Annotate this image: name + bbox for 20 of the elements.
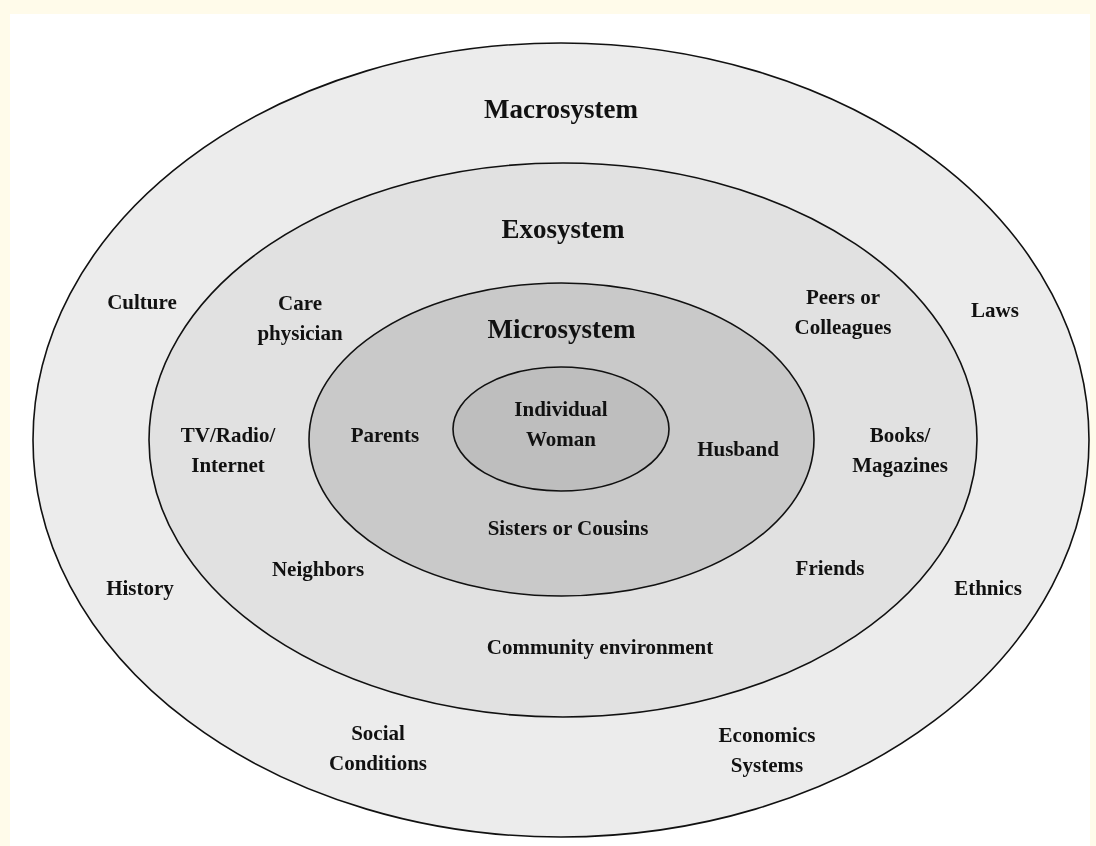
factor-label: Sisters or Cousins	[486, 514, 650, 542]
factor-label: Neighbors	[270, 555, 366, 583]
factor-label: Friends	[794, 554, 866, 582]
ring-title: Macrosystem	[483, 93, 639, 126]
factor-label: Laws	[970, 296, 1020, 324]
factor-label: TV/Radio/ Internet	[179, 421, 277, 479]
factor-label: Social Conditions	[327, 719, 428, 777]
factor-label: Culture	[106, 288, 178, 316]
factor-label: History	[105, 574, 175, 602]
factor-label: Parents	[349, 421, 421, 449]
factor-label: Economics Systems	[717, 721, 817, 779]
ring-title: Individual Woman	[513, 396, 609, 454]
factor-label: Husband	[696, 435, 780, 463]
factor-label: Community environment	[485, 633, 715, 661]
ring-title: Microsystem	[486, 313, 637, 346]
factor-label: Peers or Colleagues	[793, 283, 893, 341]
ring-title: Exosystem	[500, 213, 626, 246]
factor-label: Ethnics	[953, 574, 1023, 602]
factor-label: Care physician	[256, 289, 344, 347]
factor-label: Books/ Magazines	[851, 421, 949, 479]
